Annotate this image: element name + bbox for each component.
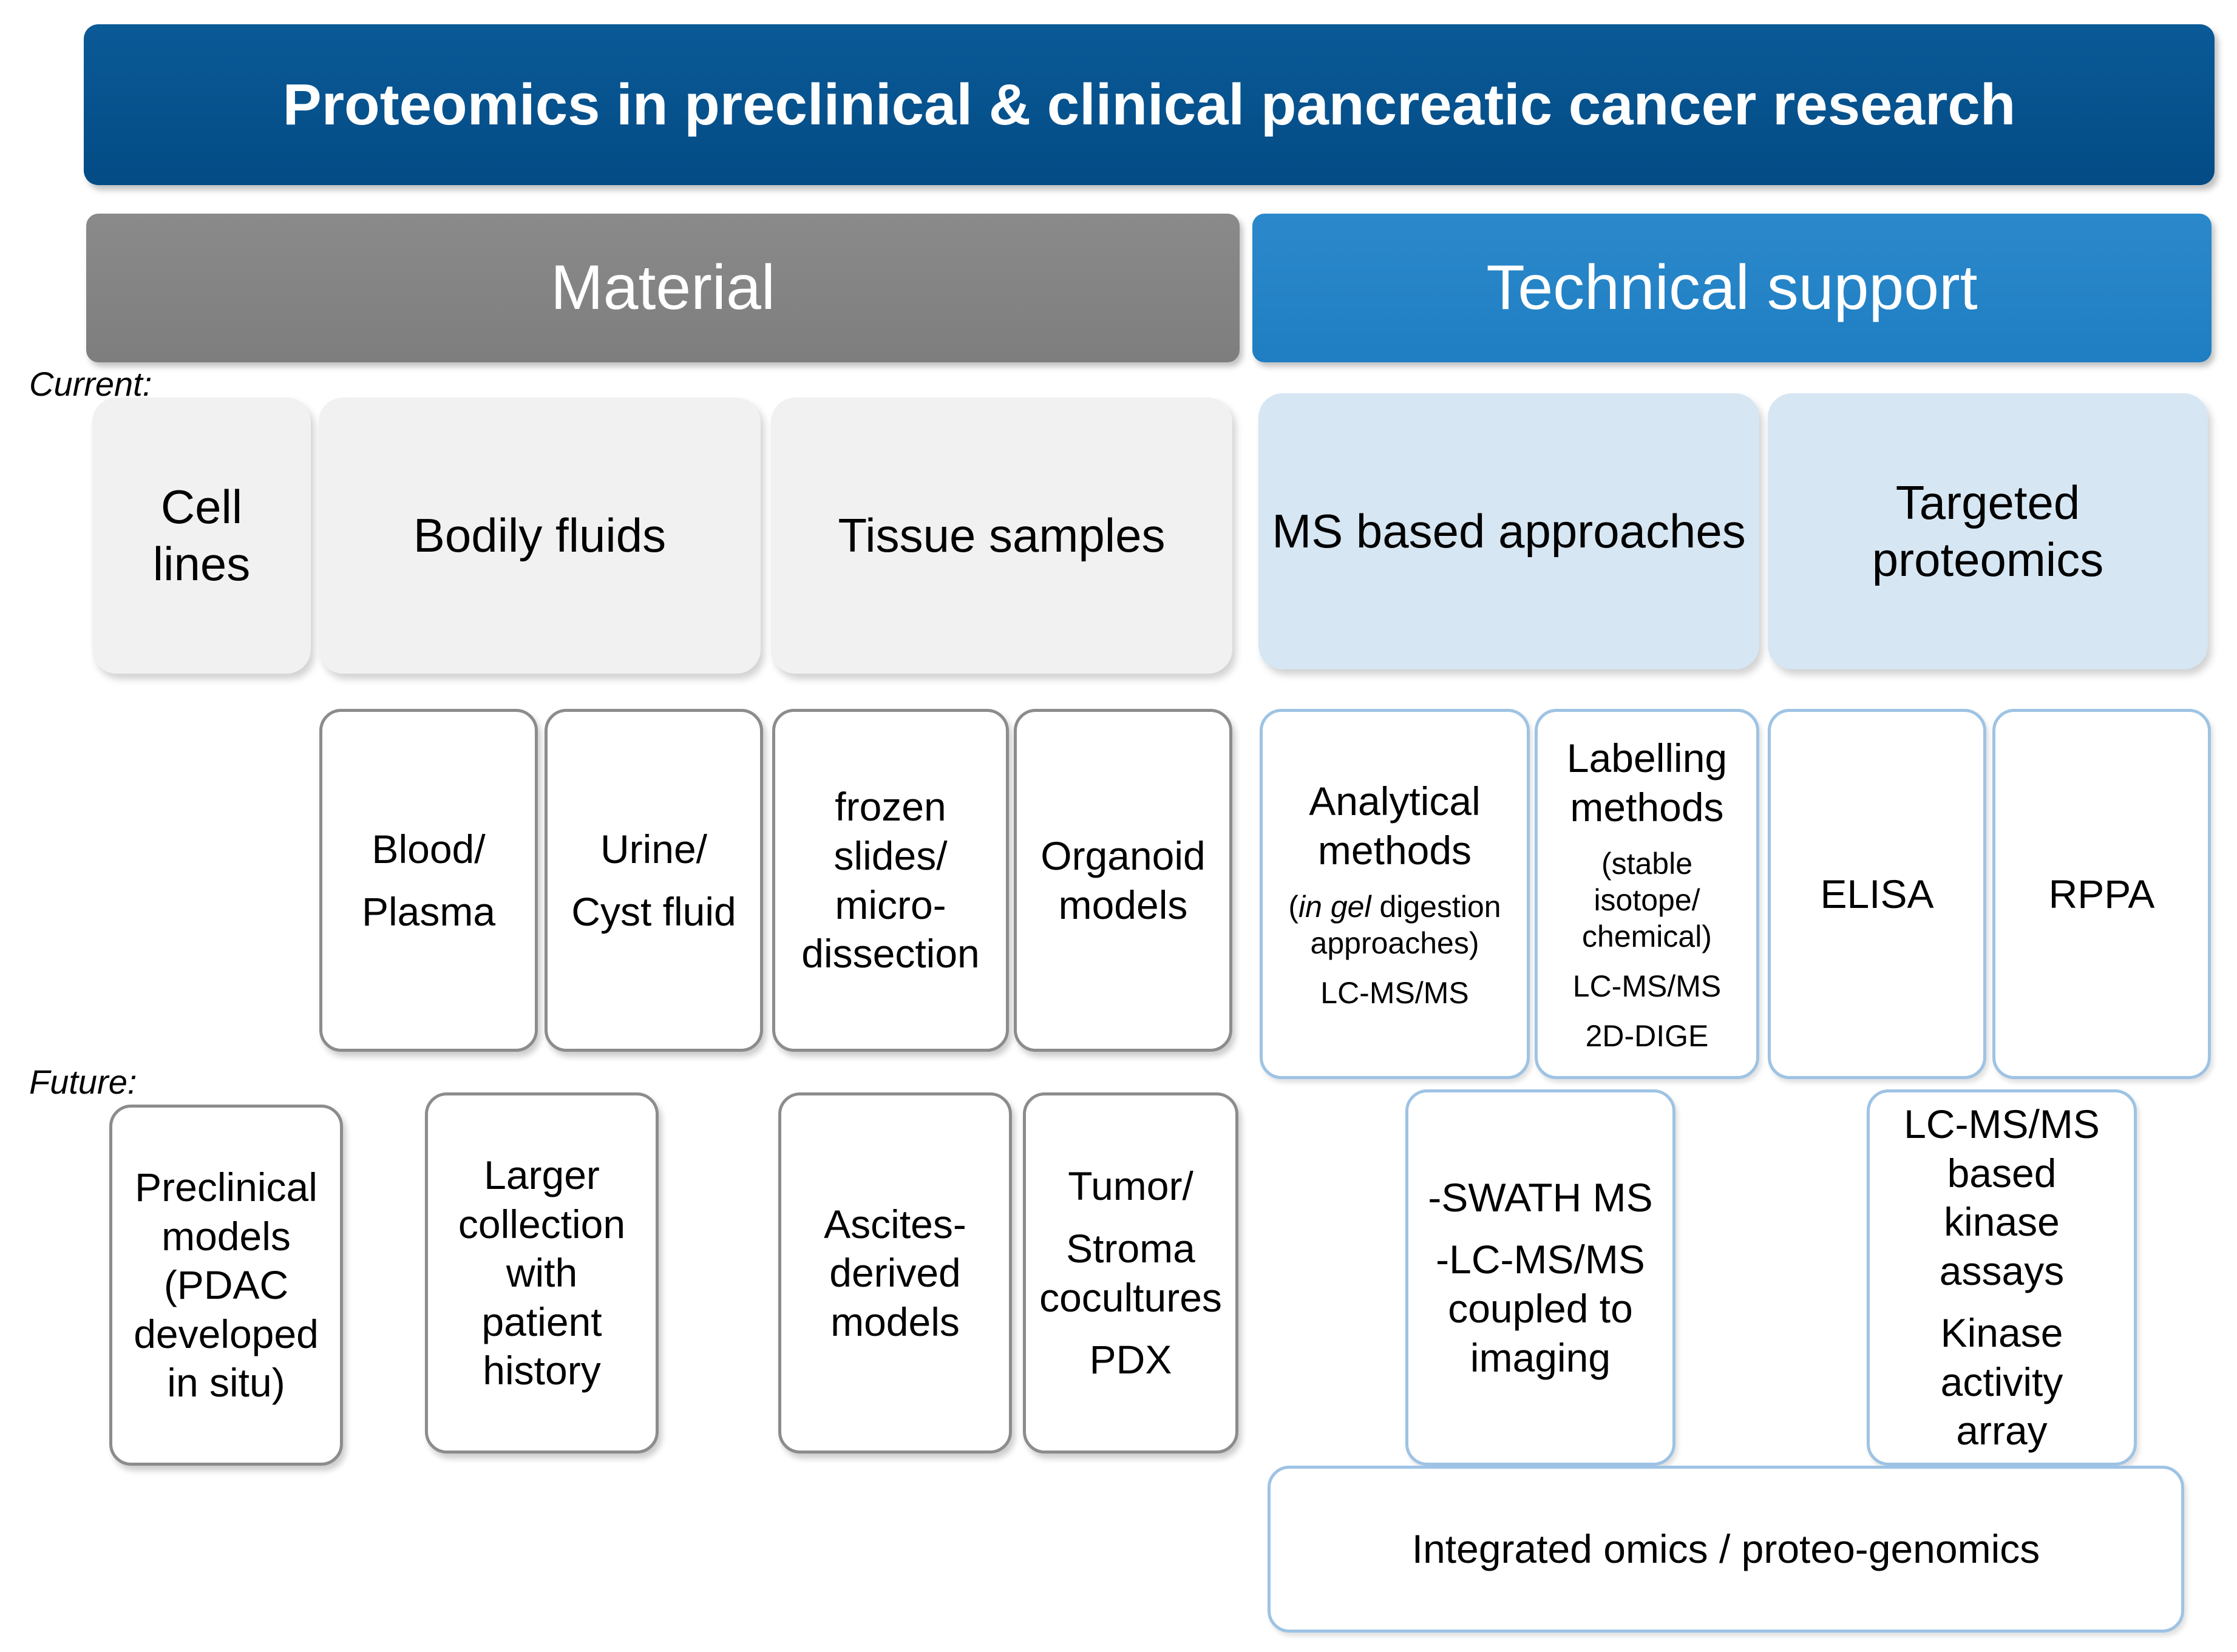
item-labelling-title-line: methods — [1570, 785, 1724, 830]
category-bodily-fluids-label: Bodily fluids — [413, 508, 667, 562]
item-preclinical-models: Preclinical models (PDAC developed in si… — [109, 1105, 343, 1466]
item-urine-cyst-line: Cyst fluid — [571, 889, 736, 934]
item-larger-collection: Larger collection with patient history — [425, 1092, 659, 1454]
item-ascites-derived-models: Ascites- derived models — [778, 1092, 1012, 1454]
item-frozen-slides-line: frozen — [835, 784, 946, 830]
note-in-gel: in gel — [1298, 889, 1371, 924]
category-targeted-line: proteomics — [1872, 532, 2104, 586]
title-banner: Proteomics in preclinical & clinical pan… — [84, 24, 2215, 185]
item-integrated-omics-label: Integrated omics / proteo-genomics — [1411, 1526, 2040, 1572]
item-swath-line: -SWATH MS — [1428, 1174, 1653, 1220]
category-tissue-samples: Tissue samples — [771, 398, 1232, 674]
item-kinase-line: kinase — [1944, 1199, 2060, 1245]
item-frozen-slides-line: micro- — [835, 882, 946, 927]
category-ms-based-approaches: MS based approaches — [1258, 393, 1759, 669]
item-preclinical-line: Preclinical — [135, 1165, 317, 1210]
note-open: ( — [1288, 889, 1299, 924]
item-analytical-title-line: Analytical — [1309, 779, 1481, 824]
item-ascites-line: derived — [829, 1250, 961, 1296]
category-targeted-proteomics: Targeted proteomics — [1768, 393, 2208, 669]
item-labelling-note-line: (stable — [1601, 846, 1693, 881]
item-rppa-label: RPPA — [2048, 871, 2155, 916]
item-blood-plasma-line: Plasma — [361, 889, 496, 934]
item-organoid-line: models — [1058, 882, 1188, 927]
item-tumor-stroma-cocultures: Tumor/ Stroma cocultures PDX — [1023, 1092, 1238, 1454]
item-swath-line: -LC-MS/MS — [1436, 1237, 1645, 1282]
future-label: Future: — [29, 1063, 137, 1101]
item-analytical-note: (in gel digestion — [1288, 889, 1501, 925]
item-swath-ms: -SWATH MS -LC-MS/MS coupled to imaging — [1405, 1089, 1675, 1466]
item-analytical-title-line: methods — [1317, 828, 1472, 873]
item-ascites-line: models — [830, 1299, 960, 1344]
item-tumor-stroma-line: Tumor/ — [1068, 1163, 1193, 1209]
item-kinase-line: Kinase — [1940, 1310, 2063, 1356]
item-preclinical-line: (PDAC — [163, 1262, 289, 1308]
item-urine-cyst-line: Urine/ — [600, 826, 708, 872]
technical-support-header: Technical support — [1252, 214, 2212, 362]
item-analytical-methods: Analytical methods (in gel digestion app… — [1260, 709, 1530, 1079]
item-larger-collection-line: history — [483, 1348, 601, 1393]
category-cell-lines-line: Cell — [160, 479, 243, 533]
item-blood-plasma: Blood/ Plasma — [319, 709, 538, 1052]
item-kinase-line: activity — [1940, 1359, 2063, 1404]
item-frozen-slides-line: dissection — [801, 931, 980, 977]
note-digestion: digestion — [1371, 889, 1501, 924]
item-frozen-slides: frozen slides/ micro- dissection — [772, 709, 1009, 1052]
item-larger-collection-line: collection — [458, 1201, 626, 1247]
item-preclinical-line: models — [161, 1213, 291, 1259]
item-frozen-slides-line: slides/ — [833, 833, 948, 878]
item-blood-plasma-line: Blood/ — [372, 826, 486, 872]
category-cell-lines: Cell lines — [92, 398, 311, 674]
item-labelling-title-line: Labelling — [1566, 736, 1728, 781]
item-kinase-line: array — [1956, 1408, 2048, 1454]
item-kinase-assays: LC-MS/MS based kinase assays Kinase acti… — [1867, 1089, 2137, 1466]
item-swath-line: imaging — [1470, 1335, 1611, 1380]
item-labelling-method: LC-MS/MS — [1572, 969, 1722, 1003]
technical-support-header-label: Technical support — [1486, 252, 1978, 323]
item-tumor-stroma-line: cocultures — [1039, 1275, 1222, 1320]
item-organoid-line: Organoid — [1040, 833, 1206, 878]
item-tumor-stroma-line: Stroma — [1066, 1225, 1195, 1271]
item-rppa: RPPA — [1992, 709, 2211, 1079]
category-targeted-line: Targeted — [1895, 475, 2080, 529]
item-kinase-line: based — [1947, 1150, 2057, 1196]
item-labelling-note-line: chemical) — [1582, 919, 1712, 953]
item-organoid-models: Organoid models — [1014, 709, 1232, 1052]
category-bodily-fluids: Bodily fluids — [319, 398, 761, 674]
item-labelling-methods: Labelling methods (stable isotope/ chemi… — [1535, 709, 1759, 1079]
item-larger-collection-line: Larger — [484, 1153, 600, 1198]
item-labelling-note-line: isotope/ — [1594, 882, 1700, 917]
item-preclinical-line: developed — [134, 1311, 319, 1356]
item-larger-collection-line: patient — [481, 1299, 602, 1344]
category-tissue-samples-label: Tissue samples — [838, 508, 1166, 562]
item-kinase-line: assays — [1939, 1248, 2065, 1293]
item-kinase-line: LC-MS/MS — [1904, 1102, 2100, 1147]
item-tumor-stroma-line: PDX — [1089, 1337, 1172, 1383]
item-ascites-line: Ascites- — [824, 1201, 966, 1247]
category-ms-based-label: MS based approaches — [1272, 504, 1746, 558]
item-analytical-note-line2: approaches) — [1310, 926, 1479, 960]
item-elisa: ELISA — [1768, 709, 1986, 1079]
item-elisa-label: ELISA — [1820, 871, 1934, 916]
item-labelling-method: 2D-DIGE — [1585, 1018, 1709, 1053]
item-larger-collection-line: with — [506, 1250, 578, 1296]
material-header-label: Material — [551, 252, 775, 323]
item-urine-cyst-fluid: Urine/ Cyst fluid — [545, 709, 763, 1052]
material-header: Material — [86, 214, 1240, 362]
item-integrated-omics: Integrated omics / proteo-genomics — [1268, 1466, 2184, 1633]
item-analytical-method: LC-MS/MS — [1320, 975, 1469, 1010]
current-label: Current: — [29, 365, 152, 403]
page-title: Proteomics in preclinical & clinical pan… — [282, 72, 2016, 137]
item-swath-line: coupled to — [1448, 1286, 1633, 1331]
item-preclinical-line: in situ) — [167, 1360, 285, 1406]
category-cell-lines-line: lines — [152, 537, 251, 591]
